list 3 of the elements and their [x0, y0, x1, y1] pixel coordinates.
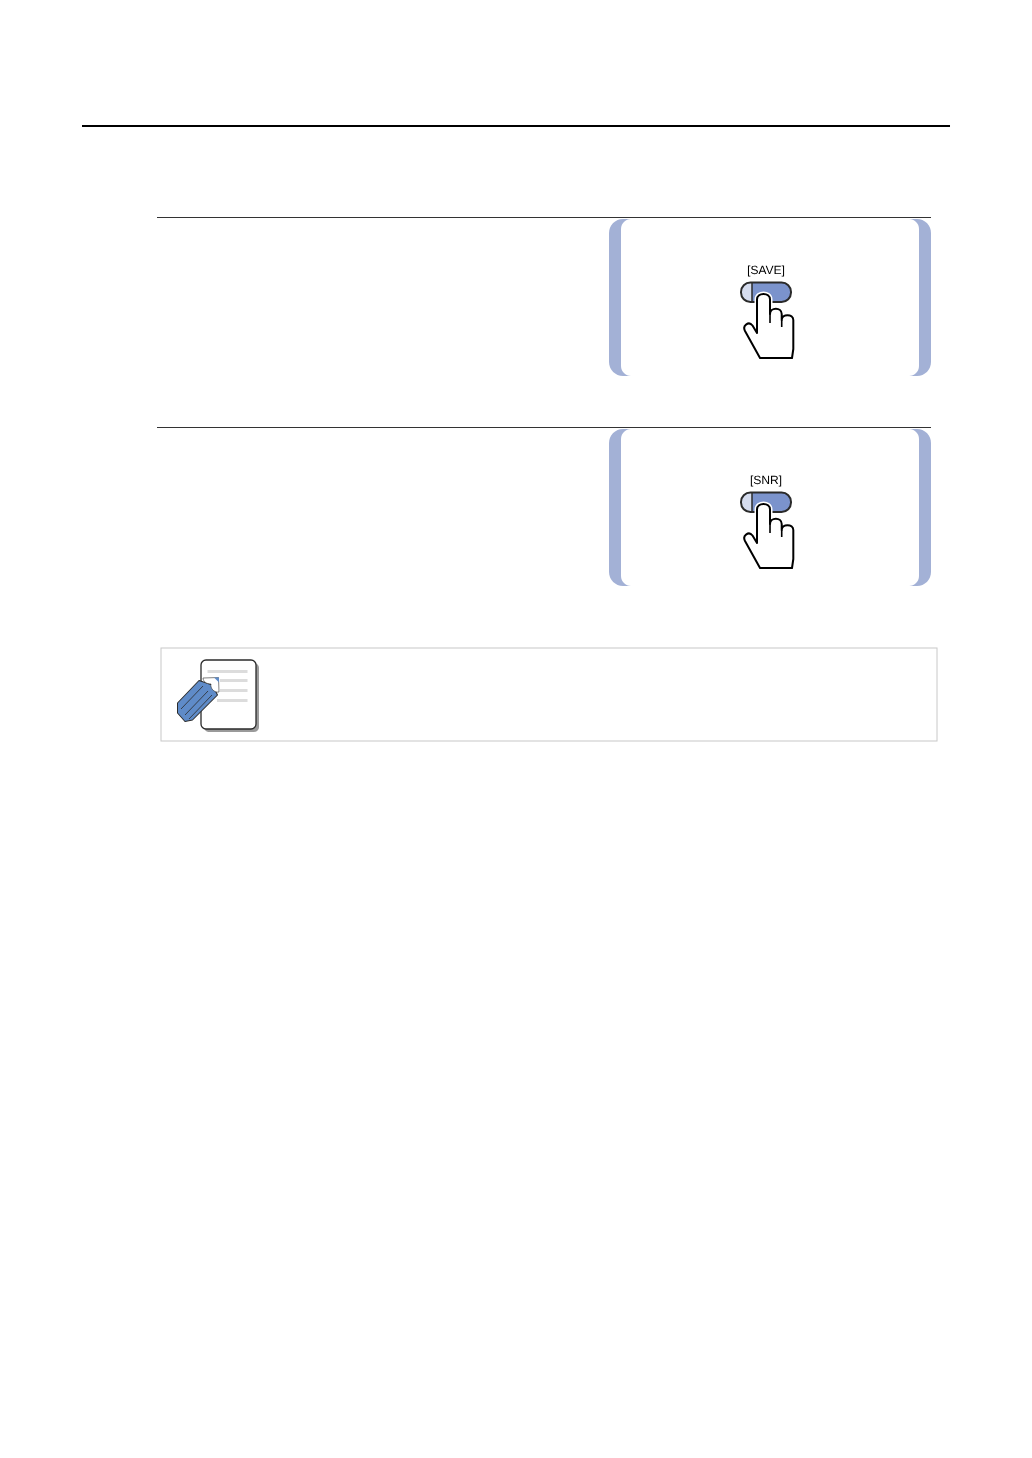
key-label: [SNR]	[750, 475, 782, 487]
key-label: [SAVE]	[747, 265, 785, 277]
note-box	[160, 647, 938, 742]
